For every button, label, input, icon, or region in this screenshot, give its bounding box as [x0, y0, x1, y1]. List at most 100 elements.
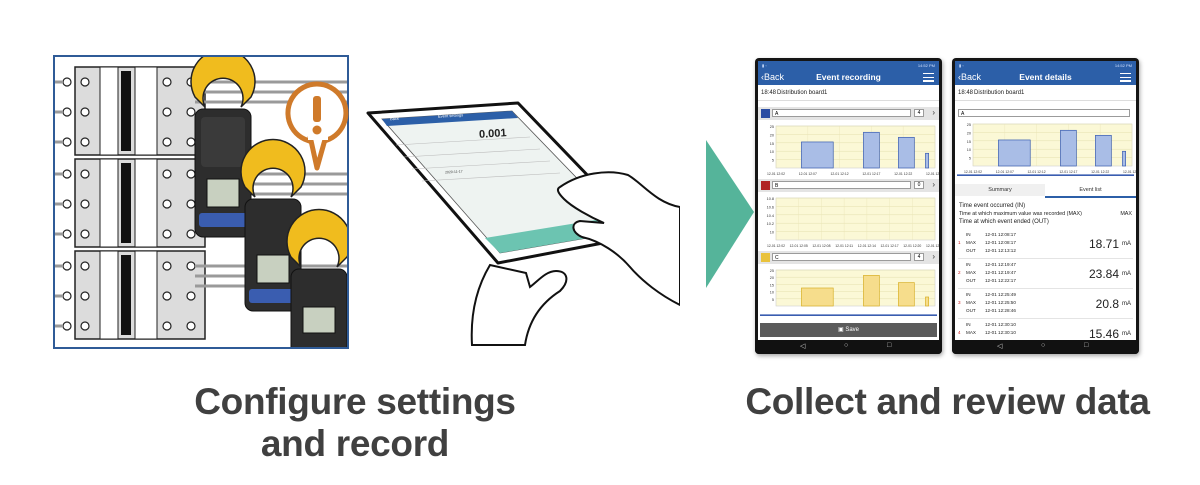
channel-row-c[interactable]: C 4 ›	[758, 251, 939, 264]
save-icon: ▣	[837, 327, 846, 333]
chart-x-tick: 12-01 12:22	[1091, 170, 1109, 174]
clamp-meter-3	[286, 208, 347, 347]
phone1-menu-icon[interactable]	[923, 73, 934, 84]
legend-out: Time at which event ended (OUT)	[959, 219, 1049, 225]
phone1-time: 18:48	[761, 90, 777, 96]
chart-bar	[801, 287, 834, 307]
tab-summary[interactable]: Summary	[955, 184, 1045, 196]
channel-c-field[interactable]: C	[772, 253, 911, 261]
event-1-unit: mA	[1122, 241, 1131, 247]
channel-b-field[interactable]: B	[772, 181, 911, 189]
phone2-channel-field: A	[958, 109, 1130, 117]
chart-y-tick: 25	[770, 125, 774, 129]
event-3-number: 3	[958, 300, 961, 305]
chart-bar	[925, 152, 929, 169]
chart-bar	[1095, 134, 1112, 167]
channel-a-chevron-icon[interactable]: ›	[932, 108, 935, 117]
chart-y-tick: 10	[770, 150, 774, 154]
phone1-nav-bar: ◁ ○ □	[755, 340, 942, 354]
chart-bar	[801, 141, 834, 169]
chart-x-tick: 12-01 12:17	[862, 172, 880, 176]
chart-y-tick: 20	[770, 133, 774, 137]
phone1-nav-recent-icon[interactable]: □	[887, 342, 892, 349]
event-2-value: 23.84	[1088, 267, 1119, 281]
chart-bar	[863, 275, 880, 307]
channel-row-b[interactable]: B 0 ›	[758, 179, 939, 192]
tablet-back-label: Back	[389, 115, 400, 122]
phone1-status-icons: ▮ ◦	[762, 63, 767, 68]
event-3-out: 12-01 12:28:46	[985, 308, 1016, 313]
chart-plot-area	[775, 197, 936, 241]
chart-bar	[898, 136, 915, 169]
phone2-app-bar: ‹Back Event details	[955, 70, 1136, 85]
chart-x-tick: 12-01 12:02	[767, 172, 785, 176]
chart-x-tick: 12-01 12:12	[1028, 170, 1046, 174]
chart-y-tick: 10.8	[767, 197, 774, 201]
event-3-out-label: OUT	[966, 308, 976, 313]
phone1-nav-home-icon[interactable]: ○	[844, 342, 849, 349]
tablet-illustration: Back Event settings 0.001 2020-11-17	[360, 95, 681, 355]
phone-event-details: ▮ ◦ 14:52 PM ‹Back Event details 18:48 D…	[952, 58, 1139, 354]
phone2-back-label: Back	[961, 72, 982, 82]
event-3-unit: mA	[1122, 301, 1131, 307]
channel-a-field[interactable]: A	[772, 109, 911, 117]
phone1-status-time: 14:52 PM	[917, 63, 935, 68]
chart-y-tick: 10.2	[767, 222, 774, 226]
chart-y-tick: 10.4	[767, 214, 774, 218]
phone2-nav-back-icon[interactable]: ◁	[997, 343, 1003, 350]
phone2-status-icons: ▮ ◦	[959, 63, 964, 68]
phone1-back-button[interactable]: ‹Back	[761, 72, 785, 82]
phone2-nav-recent-icon[interactable]: □	[1084, 342, 1089, 349]
phone2-menu-icon[interactable]	[1120, 73, 1131, 84]
event-4-unit: mA	[1122, 331, 1131, 337]
event-1-out: 12-01 12:13:12	[985, 248, 1016, 253]
channel-row-a[interactable]: A 4 ›	[758, 107, 939, 120]
phone2-screen: ▮ ◦ 14:52 PM ‹Back Event details 18:48 D…	[955, 61, 1136, 340]
channel-a-count: 4	[914, 109, 924, 117]
phone2-title: Event details	[1019, 72, 1072, 82]
caption-configure-line2: and record	[260, 423, 450, 464]
event-3-max: 12-01 12:25:50	[985, 300, 1016, 305]
chart-y-tick: 10	[770, 291, 774, 295]
event-4-max: 12-01 12:30:10	[985, 330, 1016, 335]
event-2-number: 2	[958, 270, 961, 275]
event-4-max-label: MAX	[966, 330, 976, 335]
chart-x-tick: 12-01 12:23	[926, 244, 939, 248]
legend-max-tag: MAX	[1120, 211, 1132, 217]
chart-y-tick: 15	[770, 283, 774, 287]
save-button[interactable]: ▣ Save	[760, 323, 937, 337]
chart-y-tick: 10.6	[767, 205, 774, 209]
chart-x-tick: 12-01 12:05	[790, 244, 808, 248]
chart-x-tick: 12-01 12:08	[812, 244, 830, 248]
chart-x-tick: 12-01 12:07	[996, 170, 1014, 174]
event-4-in-label: IN	[966, 322, 971, 327]
legend-max-text: Time at which maximum value was recorded…	[959, 211, 1082, 217]
phone1-title: Event recording	[816, 72, 881, 82]
chart-y-tick: 5	[772, 298, 774, 302]
chart-x-tick: 12-01 12:22	[894, 172, 912, 176]
phone2-nav-home-icon[interactable]: ○	[1041, 342, 1046, 349]
channel-c-chevron-icon[interactable]: ›	[932, 252, 935, 261]
channel-c-swatch	[761, 253, 770, 262]
event-2-out-label: OUT	[966, 278, 976, 283]
phone1-nav-back-icon[interactable]: ◁	[800, 343, 806, 350]
chart-x-tick: 12-01 12:20	[903, 244, 921, 248]
phone1-board: Distribution board1	[777, 90, 828, 96]
channel-b-swatch	[761, 181, 770, 190]
chart-y-tick: 10	[770, 231, 774, 235]
breaker-rows	[74, 66, 206, 340]
tablet-svg	[366, 101, 681, 346]
phone2-back-button[interactable]: ‹Back	[958, 72, 982, 82]
event-1-in-label: IN	[966, 232, 971, 237]
channel-b-chevron-icon[interactable]: ›	[932, 180, 935, 189]
legend-max: Time at which maximum value was recorded…	[959, 211, 1132, 217]
channel-b-count: 0	[914, 181, 924, 189]
tab-event-list[interactable]: Event list	[1045, 184, 1136, 198]
phone2-status-bar: ▮ ◦ 14:52 PM	[955, 61, 1136, 70]
caption-collect: Collect and review data	[745, 381, 1150, 422]
